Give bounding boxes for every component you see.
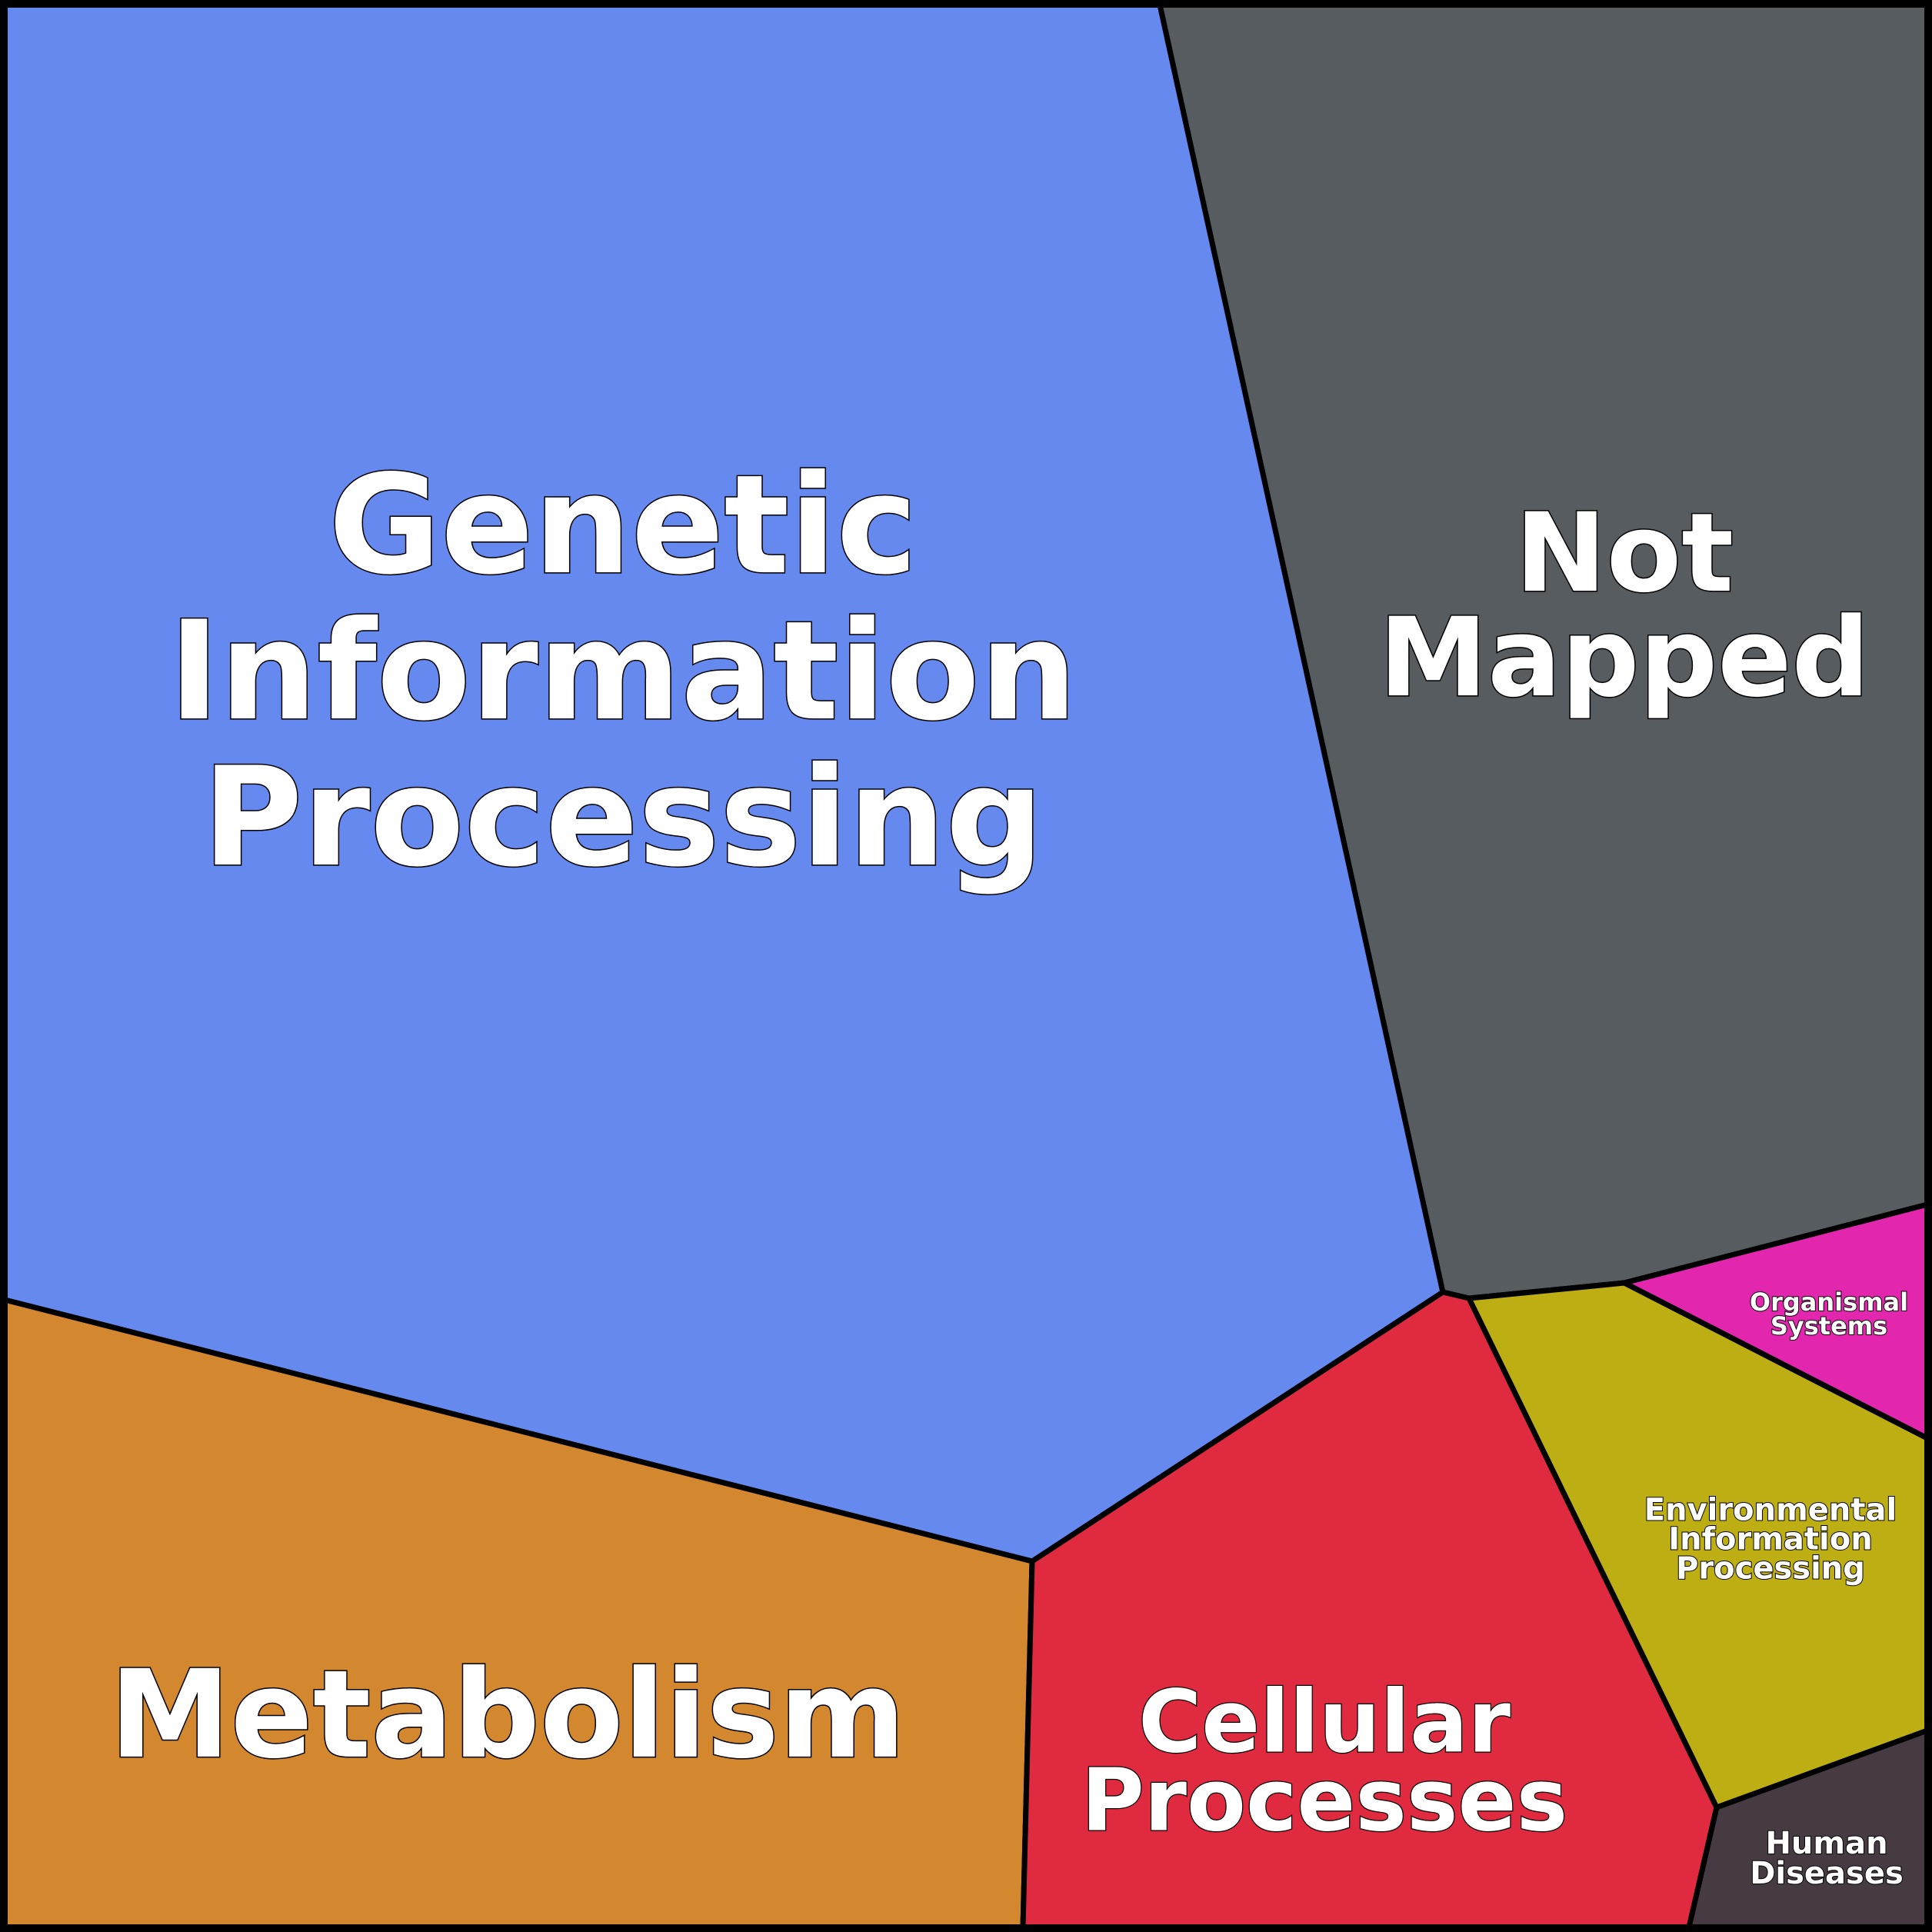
label-environmental-line: Processing <box>1676 1551 1865 1586</box>
label-environmental-line: Information <box>1668 1521 1872 1557</box>
label-not-mapped-line: Mapped <box>1379 595 1870 721</box>
label-human-line: Human <box>1765 1826 1887 1861</box>
label-metabolism-line: Metabolism <box>109 1644 905 1786</box>
label-not-mapped-line: Not <box>1515 490 1734 617</box>
label-genetic-line: Genetic <box>328 445 918 605</box>
label-genetic-line: Information <box>168 591 1077 751</box>
label-cellular-line: Cellular <box>1138 1672 1511 1772</box>
label-organismal-line: Systems <box>1770 1311 1887 1341</box>
label-cellular-line: Processes <box>1081 1750 1568 1850</box>
label-metabolism: Metabolism <box>109 1644 905 1786</box>
label-environmental-line: Environmental <box>1644 1492 1897 1527</box>
label-genetic-line: Processing <box>202 738 1044 897</box>
label-organismal-line: Organismal <box>1750 1287 1908 1317</box>
label-human-line: Diseases <box>1750 1856 1904 1891</box>
